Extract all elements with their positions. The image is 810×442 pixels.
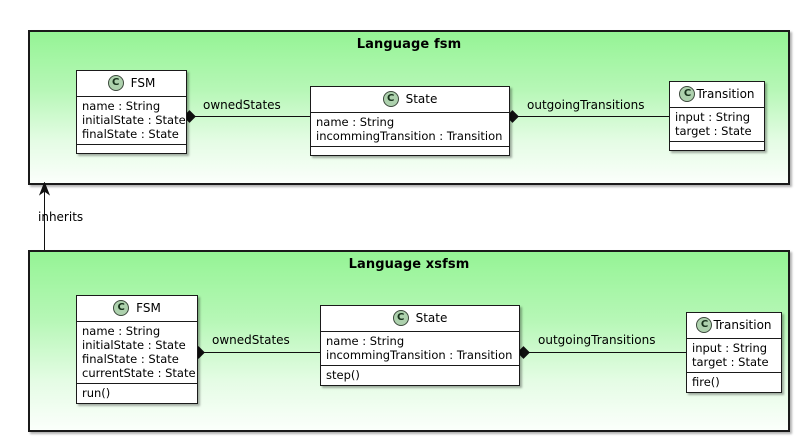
class-operations-xsfsm-State: step(): [321, 365, 519, 385]
class-name-label: Transition: [696, 87, 755, 101]
association-label-outgoingTransitions-xsfsm: outgoingTransitions: [538, 333, 656, 347]
attribute-line: input : String: [692, 341, 768, 355]
class-box-fsm-State[interactable]: C State name : String incommingTransitio…: [310, 86, 510, 156]
class-c-icon: C: [113, 300, 130, 316]
class-attributes-xsfsm-FSM: name : String initialState : State final…: [77, 322, 197, 383]
class-name-label: State: [405, 92, 438, 106]
attribute-line: finalState : State: [82, 127, 179, 141]
class-attributes-fsm-Transition: input : String target : State: [670, 108, 764, 141]
association-line-outgoingTransitions-fsm: [512, 116, 669, 117]
package-title-fsm: Language fsm: [356, 37, 462, 52]
class-name-label: FSM: [136, 301, 161, 315]
class-c-icon: C: [382, 91, 399, 107]
attribute-line: initialState : State: [82, 338, 186, 352]
class-operations-fsm-Transition: [670, 141, 764, 150]
class-header-fsm-FSM: C FSM: [77, 71, 186, 97]
class-name-label: State: [415, 311, 448, 325]
attribute-line: target : State: [675, 124, 752, 138]
class-attributes-fsm-State: name : String incommingTransition : Tran…: [311, 113, 509, 146]
class-box-xsfsm-Transition[interactable]: C Transition input : String target : Sta…: [686, 312, 782, 393]
attribute-line: name : String: [326, 334, 405, 348]
inheritance-label-inherits: inherits: [38, 210, 84, 224]
inheritance-line-xsfsm-to-fsm: [44, 190, 45, 255]
class-operations-fsm-State: [311, 146, 509, 155]
class-operations-xsfsm-Transition: fire(): [687, 372, 781, 392]
attribute-line: input : String: [675, 110, 751, 124]
attribute-line: target : State: [692, 355, 769, 369]
attribute-line: finalState : State: [82, 352, 179, 366]
class-box-xsfsm-FSM[interactable]: C FSM name : String initialState : State…: [76, 295, 198, 404]
class-c-icon: C: [679, 86, 696, 102]
class-attributes-xsfsm-State: name : String incommingTransition : Tran…: [321, 332, 519, 365]
class-operations-fsm-FSM: [77, 144, 186, 153]
association-label-ownedStates-xsfsm: ownedStates: [212, 333, 290, 347]
operation-line: run(): [82, 386, 111, 400]
class-name-label: Transition: [713, 318, 772, 332]
class-box-xsfsm-State[interactable]: C State name : String incommingTransitio…: [320, 305, 520, 386]
class-c-icon: C: [696, 317, 713, 333]
package-title-xsfsm: Language xsfsm: [348, 257, 470, 272]
association-line-ownedStates-xsfsm: [197, 352, 324, 353]
association-line-outgoingTransitions-xsfsm: [523, 352, 686, 353]
association-label-outgoingTransitions-fsm: outgoingTransitions: [527, 98, 645, 112]
class-attributes-fsm-FSM: name : String initialState : State final…: [77, 97, 186, 144]
class-c-icon: C: [392, 310, 409, 326]
attribute-line: incommingTransition : Transition: [316, 129, 503, 143]
class-header-xsfsm-Transition: C Transition: [687, 313, 781, 339]
attribute-line: name : String: [82, 99, 161, 113]
attribute-line: name : String: [82, 324, 161, 338]
class-attributes-xsfsm-Transition: input : String target : State: [687, 339, 781, 372]
association-label-ownedStates-fsm: ownedStates: [203, 98, 281, 112]
operation-line: fire(): [692, 375, 720, 389]
class-header-fsm-Transition: C Transition: [670, 82, 764, 108]
class-header-fsm-State: C State: [311, 87, 509, 113]
class-header-xsfsm-State: C State: [321, 306, 519, 332]
class-header-xsfsm-FSM: C FSM: [77, 296, 197, 322]
association-line-ownedStates-fsm: [188, 116, 316, 117]
operation-line: step(): [326, 368, 360, 382]
class-box-fsm-Transition[interactable]: C Transition input : String target : Sta…: [669, 81, 765, 151]
inheritance-arrowhead-icon: [38, 182, 51, 196]
class-box-fsm-FSM[interactable]: C FSM name : String initialState : State…: [76, 70, 187, 154]
attribute-line: name : String: [316, 115, 395, 129]
class-operations-xsfsm-FSM: run(): [77, 383, 197, 403]
class-c-icon: C: [107, 75, 124, 91]
class-name-label: FSM: [130, 76, 156, 90]
attribute-line: incommingTransition : Transition: [326, 348, 513, 362]
attribute-line: initialState : State: [82, 113, 186, 127]
attribute-line: currentState : State: [82, 366, 196, 380]
